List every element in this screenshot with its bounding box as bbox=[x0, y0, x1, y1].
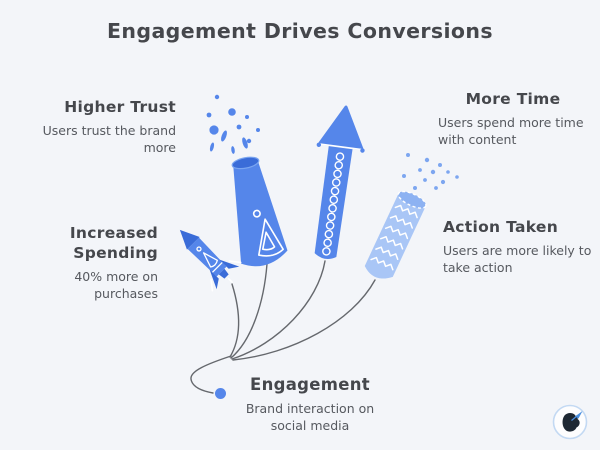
bird-quill-logo-icon bbox=[562, 411, 583, 432]
callout-body: Users are more likely to take action bbox=[443, 243, 592, 275]
logo-badge[interactable] bbox=[551, 403, 589, 441]
callout-body: Users trust the brand more bbox=[42, 123, 176, 155]
rocket-circles-icon bbox=[314, 105, 365, 260]
callout-heading: More Time bbox=[465, 90, 561, 108]
callout-heading: Action Taken bbox=[443, 218, 559, 236]
fuse-lines bbox=[190, 260, 376, 394]
callout-heading: Engagement bbox=[250, 375, 370, 394]
callout-action-taken: Action Taken Users are more likely to ta… bbox=[443, 217, 599, 277]
callout-higher-trust: Higher Trust Users trust the brand more bbox=[28, 97, 176, 157]
callout-body: Users spend more time with content bbox=[438, 115, 584, 147]
cone-firework-icon bbox=[231, 156, 288, 267]
callout-body: 40% more on purchases bbox=[74, 269, 158, 302]
callout-more-time: More Time Users spend more time with con… bbox=[438, 89, 588, 149]
engagement-dot bbox=[215, 388, 226, 399]
page-title: Engagement Drives Conversions bbox=[106, 19, 494, 43]
callout-engagement: Engagement Brand interaction on social m… bbox=[230, 374, 390, 435]
callout-heading: Increased Spending bbox=[69, 224, 158, 263]
cone-spark-dots bbox=[206, 94, 260, 154]
zigzag-spark-dots bbox=[402, 153, 459, 190]
zigzag-rocket-icon bbox=[364, 190, 427, 279]
callout-increased-spending: Increased Spending 40% more on purchases bbox=[8, 223, 158, 303]
small-rocket-icon bbox=[179, 229, 242, 292]
callout-heading: Higher Trust bbox=[64, 98, 176, 116]
callout-body: Brand interaction on social media bbox=[245, 401, 375, 434]
